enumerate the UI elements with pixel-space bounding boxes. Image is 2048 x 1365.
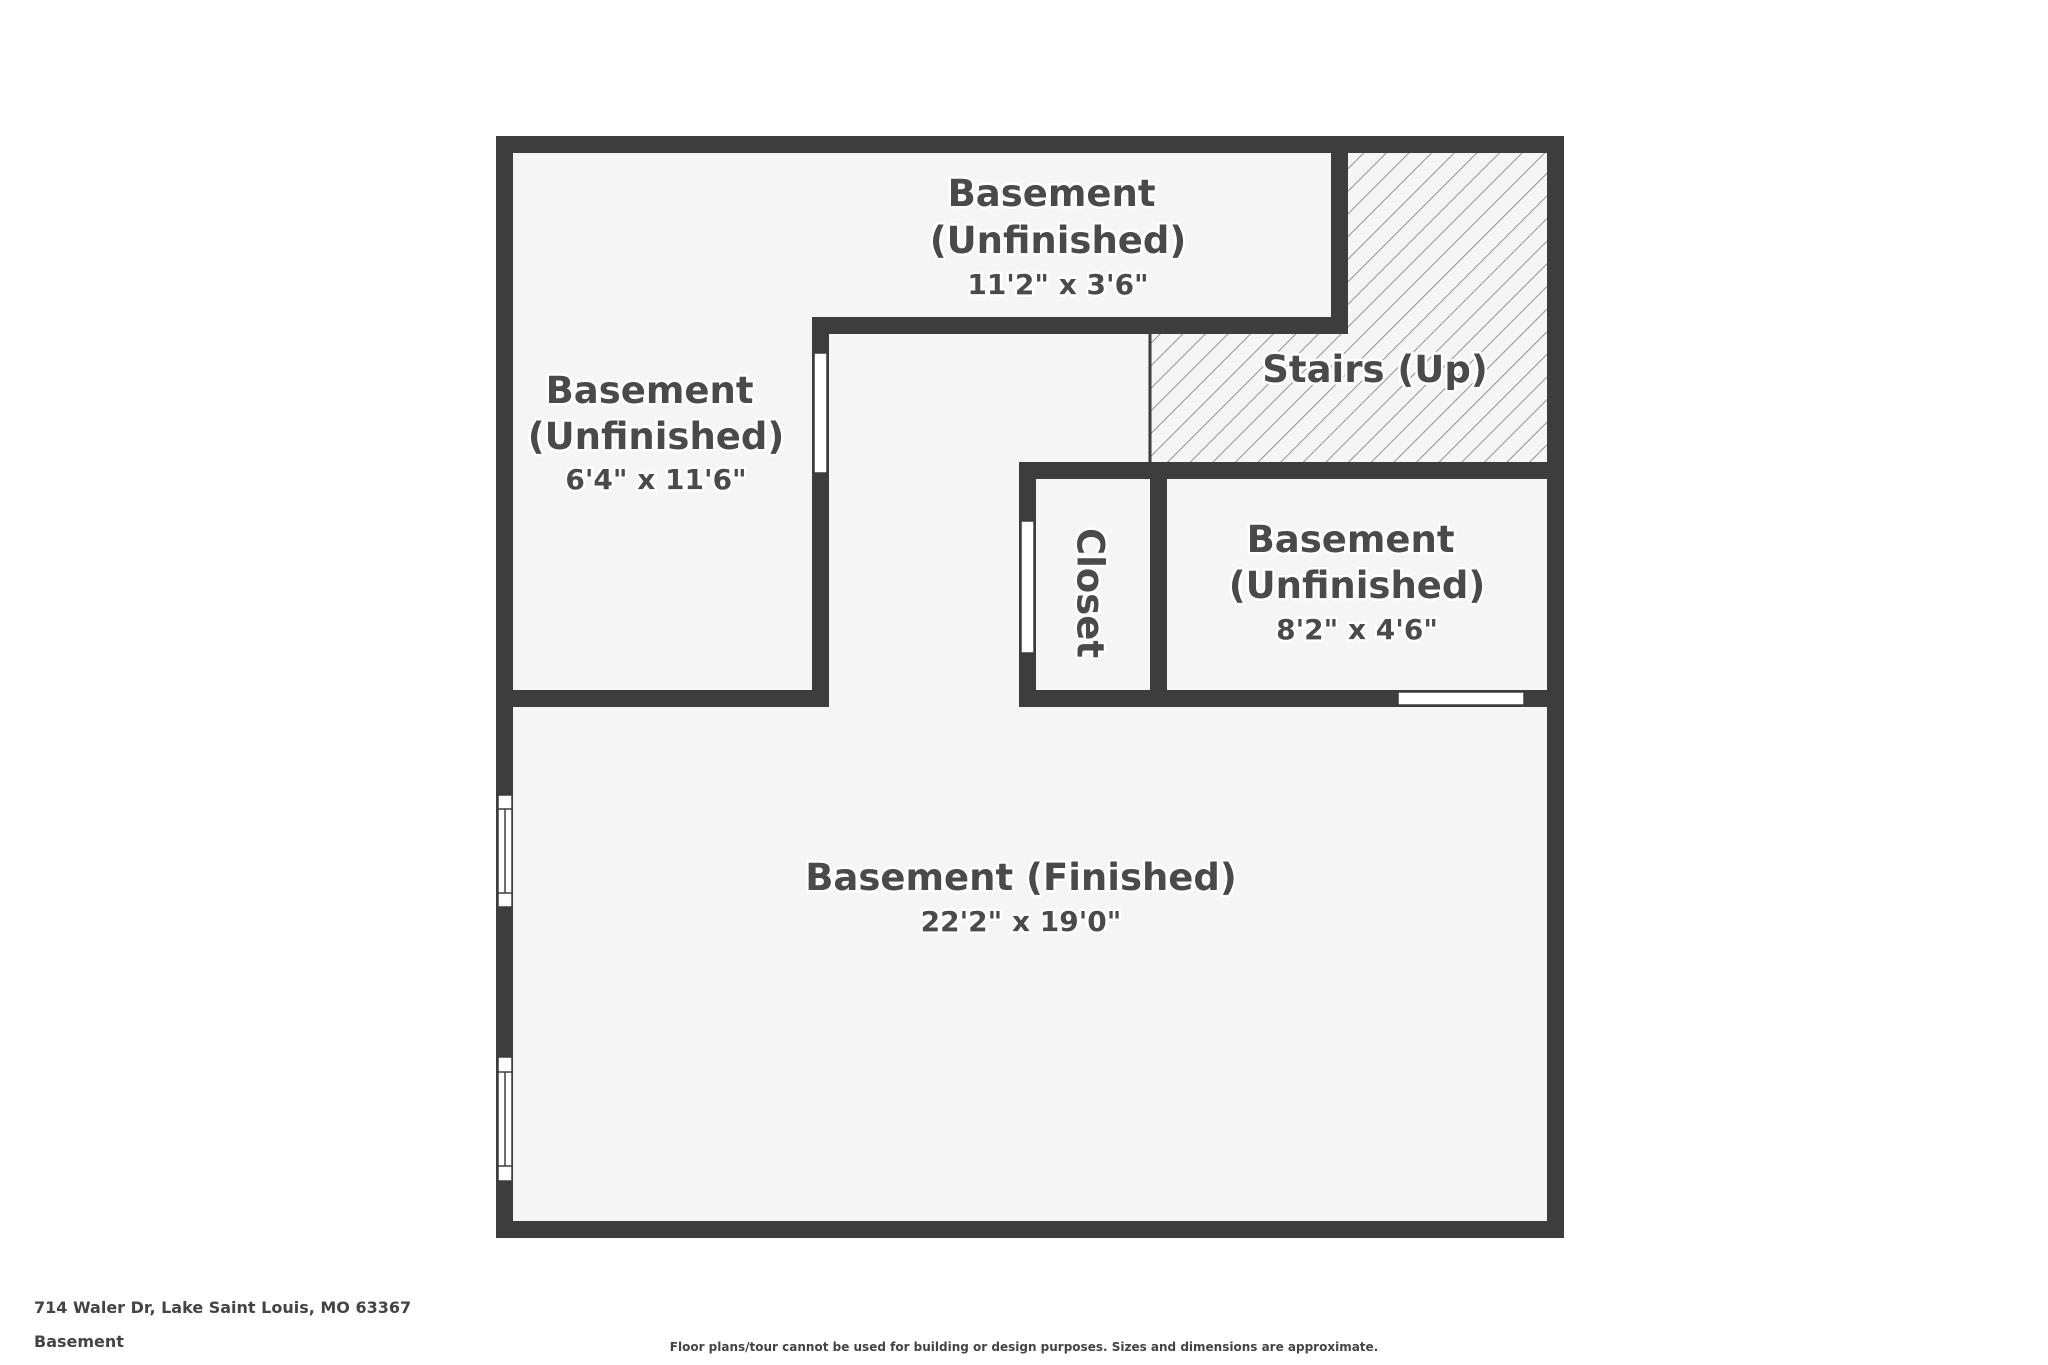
wall-closet-top	[1019, 462, 1564, 479]
stairs-hatch	[1150, 146, 1552, 467]
room-name-unfinished-right: Basement (Unfinished)	[1229, 518, 1486, 607]
walls	[496, 136, 1564, 1238]
property-address: 714 Waler Dr, Lake Saint Louis, MO 63367	[34, 1298, 412, 1317]
wall-closet-right	[1150, 462, 1167, 707]
floor-label: Basement	[34, 1332, 124, 1351]
room-dimensions-unfinished-left: 6'4" x 11'6"	[565, 463, 746, 496]
room-labels: Basement (Unfinished) 11'2" x 3'6" Basem…	[525, 170, 1490, 941]
door-opening-closet	[1020, 520, 1035, 654]
wall-top-room-bottom	[812, 317, 1348, 334]
wall-left-room-bottom	[496, 690, 829, 707]
wall-stairs-left	[1331, 136, 1348, 334]
room-name-closet: Closet	[1069, 528, 1112, 658]
disclaimer-text: Floor plans/tour cannot be used for buil…	[669, 1340, 1379, 1354]
room-name-line: (Unfinished)	[930, 219, 1187, 262]
openings	[497, 352, 1525, 1182]
room-name-unfinished-top: Basement (Unfinished)	[930, 172, 1187, 262]
wall-outer-top	[496, 136, 1564, 153]
room-dimensions-unfinished-top: 11'2" x 3'6"	[967, 268, 1148, 301]
room-name-line: (Unfinished)	[1229, 564, 1486, 607]
room-name-line: Basement	[546, 369, 754, 412]
room-name-line: (Unfinished)	[528, 415, 785, 458]
room-name-finished: Basement (Finished)	[805, 856, 1237, 899]
room-name-unfinished-left: Basement (Unfinished)	[528, 369, 785, 458]
room-dimensions-finished: 22'2" x 19'0"	[921, 905, 1122, 938]
wall-outer-right	[1547, 136, 1564, 1238]
room-name-stairs: Stairs (Up)	[1262, 348, 1488, 391]
wall-outer-left	[496, 136, 513, 1238]
room-name-line: Basement	[1247, 518, 1455, 561]
room-dimensions-unfinished-right: 8'2" x 4'6"	[1276, 613, 1438, 646]
door-opening-right-room	[1397, 691, 1525, 706]
wall-outer-bottom	[496, 1221, 1564, 1238]
room-name-line: Basement	[948, 172, 1156, 215]
door-opening-left-room	[813, 352, 828, 474]
